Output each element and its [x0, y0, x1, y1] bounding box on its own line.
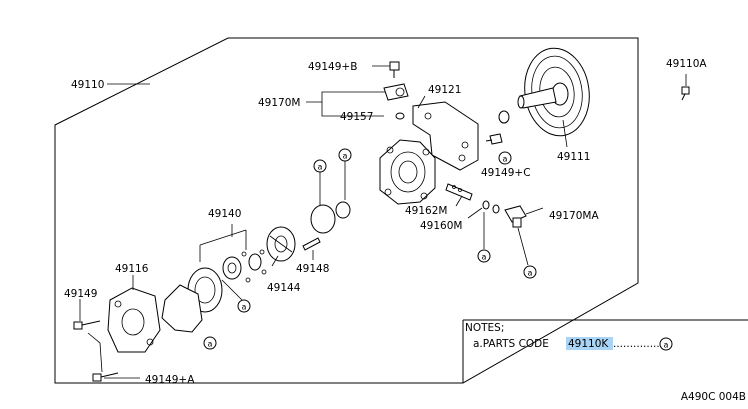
oring-a-top-1[interactable]: a — [313, 159, 327, 173]
leader-lines — [87, 83, 544, 379]
label-49116: 49116 — [115, 263, 149, 275]
label-49121: 49121 — [428, 84, 461, 96]
pump-body[interactable] — [379, 139, 436, 205]
rotor-kit-49140[interactable] — [222, 249, 267, 283]
oring-a-fitting[interactable]: a — [523, 265, 537, 279]
label-49170ma: 49170MA — [549, 210, 599, 222]
svg-text:a: a — [242, 303, 247, 312]
oring-large[interactable] — [310, 204, 336, 234]
footer-code: A490C 004B — [681, 391, 746, 403]
cam-ring-49144[interactable] — [266, 226, 296, 262]
label-49111: 49111 — [557, 151, 590, 163]
gasket[interactable] — [161, 284, 203, 333]
svg-text:a: a — [482, 253, 487, 262]
svg-text:a: a — [664, 341, 669, 350]
bolt-49149b[interactable] — [372, 61, 400, 78]
label-49149c: 49149+C — [481, 167, 531, 179]
fitting-49170ma[interactable] — [504, 205, 527, 228]
notes-marker: a — [659, 337, 673, 351]
rear-cover-49116[interactable] — [107, 287, 161, 353]
bolt-49149[interactable] — [73, 299, 101, 330]
bolt-49149a[interactable] — [92, 372, 119, 382]
fitting-49170m[interactable] — [383, 83, 409, 101]
pin-49148[interactable] — [302, 237, 321, 251]
pulley[interactable] — [517, 44, 595, 148]
bracket-49121[interactable] — [412, 101, 479, 171]
notes-box — [462, 319, 748, 383]
oring-small[interactable] — [335, 201, 351, 219]
notes-leader: .............. — [613, 338, 660, 350]
label-49157: 49157 — [340, 111, 373, 123]
label-49110: 49110 — [71, 79, 104, 91]
seal-49160m[interactable] — [482, 200, 500, 214]
bolt-49149c[interactable] — [485, 110, 510, 145]
label-49149: 49149 — [64, 288, 97, 300]
notes-code[interactable]: 49110K — [568, 338, 609, 350]
oring-49157[interactable] — [395, 112, 405, 120]
oring-a-side[interactable]: a — [237, 299, 251, 313]
svg-text:a: a — [528, 269, 533, 278]
label-49144: 49144 — [267, 282, 301, 294]
label-49160m: 49160M — [420, 220, 462, 232]
svg-text:a: a — [503, 155, 508, 164]
notes-prefix: a.PARTS CODE — [473, 338, 549, 350]
label-49110a: 49110A — [666, 58, 707, 70]
svg-text:a: a — [343, 152, 348, 161]
label-49162m: 49162M — [405, 205, 447, 217]
label-49170m: 49170M — [258, 97, 300, 109]
label-49149b: 49149+B — [308, 61, 357, 73]
notes-heading: NOTES; — [465, 322, 504, 334]
bolt-49110a[interactable] — [681, 74, 690, 101]
label-49148: 49148 — [296, 263, 329, 275]
label-49140: 49140 — [208, 208, 241, 220]
label-49149a: 49149+A — [145, 374, 195, 386]
svg-text:a: a — [208, 340, 213, 349]
assembly-outline — [54, 37, 639, 384]
notes-code-highlight — [566, 337, 613, 350]
oring-a-gasket[interactable]: a — [203, 336, 217, 350]
valve-49162m[interactable] — [445, 183, 473, 201]
oring-a-top-2[interactable]: a — [338, 148, 352, 162]
oring-a-valve[interactable]: a — [477, 249, 491, 263]
svg-text:a: a — [318, 163, 323, 172]
washer-a-49149c[interactable]: a — [498, 151, 512, 165]
